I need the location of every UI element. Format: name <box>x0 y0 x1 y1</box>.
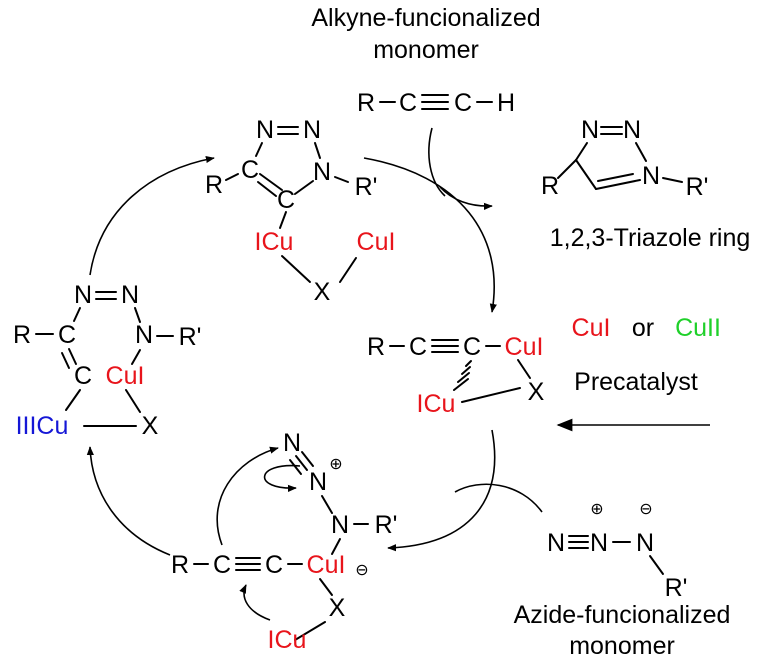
precatalyst-label: Precatalyst <box>574 368 698 396</box>
svg-text:N: N <box>547 529 565 557</box>
azide-monomer-label-line2: monomer <box>569 632 675 659</box>
svg-text:ICu: ICu <box>255 228 294 256</box>
svg-text:N: N <box>283 429 301 457</box>
svg-text:R': R' <box>686 173 709 201</box>
svg-text:N: N <box>581 116 599 144</box>
svg-text:N: N <box>636 529 654 557</box>
cycle-arrow-top-to-right <box>363 157 497 313</box>
triazole-product: N N N R R' <box>541 116 708 201</box>
svg-text:N: N <box>74 281 92 309</box>
electron-arrow-copper-shift <box>239 584 271 621</box>
svg-text:R: R <box>367 333 385 361</box>
svg-text:X: X <box>142 412 159 440</box>
svg-text:R: R <box>205 171 223 199</box>
svg-text:C: C <box>277 186 295 214</box>
svg-text:C: C <box>409 333 427 361</box>
azide-coordinated-intermediate: N N ⊕ N R' R C C CuI ⊖ X ICu <box>171 429 397 654</box>
svg-text:N: N <box>590 529 608 557</box>
svg-text:⊖: ⊖ <box>355 562 368 579</box>
alkyne-monomer-label-line1: Alkyne-funcionalized <box>311 4 540 32</box>
svg-text:CuI: CuI <box>505 333 544 361</box>
alkyne-entry-arrow <box>428 127 446 197</box>
svg-text:N: N <box>313 158 331 186</box>
svg-text:CuI: CuI <box>106 362 145 390</box>
svg-text:CuI: CuI <box>307 551 346 579</box>
svg-text:X: X <box>528 378 545 406</box>
svg-text:N: N <box>623 116 641 144</box>
alkyne-monomer-label-line2: monomer <box>373 36 479 64</box>
svg-text:C: C <box>454 89 472 117</box>
svg-text:N: N <box>135 321 153 349</box>
precatalyst-legend: CuI or CuII <box>572 314 721 342</box>
cycle-arrow-right-to-bottom <box>387 429 496 552</box>
svg-text:CuI: CuI <box>572 314 611 342</box>
electron-arrow-azide-nitrogen <box>263 464 301 492</box>
svg-text:C: C <box>399 89 417 117</box>
svg-text:H: H <box>497 89 515 117</box>
copper-iii-metallacycle-intermediate: N N C N R R' C CuI X IIICu <box>13 281 201 440</box>
svg-text:R: R <box>541 172 559 200</box>
svg-text:ICu: ICu <box>417 390 456 418</box>
copper-acetylide-intermediate: R C C CuI X ICu <box>367 333 545 418</box>
svg-text:X: X <box>329 594 346 622</box>
svg-text:C: C <box>241 156 259 184</box>
svg-text:R': R' <box>375 511 398 539</box>
svg-text:⊕: ⊕ <box>590 501 603 518</box>
azide-monomer: ⊕ ⊖ N N N R' <box>547 501 687 602</box>
svg-text:ICu: ICu <box>268 626 307 654</box>
terminal-alkyne: R C C H <box>357 89 515 117</box>
svg-text:CuII: CuII <box>675 314 721 342</box>
svg-text:N: N <box>121 281 139 309</box>
svg-text:⊖: ⊖ <box>639 501 652 518</box>
azide-entry-arrow <box>454 483 543 513</box>
svg-text:C: C <box>58 321 76 349</box>
copper-triazolide-intermediate: N N C N R C R' ICu CuI X <box>205 116 395 306</box>
svg-text:or: or <box>632 314 654 342</box>
svg-text:CuI: CuI <box>357 228 396 256</box>
svg-text:R: R <box>357 89 375 117</box>
svg-text:C: C <box>265 551 283 579</box>
svg-text:R': R' <box>355 173 378 201</box>
svg-text:C: C <box>463 333 481 361</box>
svg-text:R': R' <box>665 574 688 602</box>
svg-text:N: N <box>309 468 327 496</box>
svg-text:R: R <box>171 551 189 579</box>
svg-text:R': R' <box>179 323 202 351</box>
svg-text:X: X <box>314 278 331 306</box>
svg-text:N: N <box>303 116 321 144</box>
svg-text:R: R <box>13 321 31 349</box>
triazole-ring-label: 1,2,3-Triazole ring <box>550 224 751 252</box>
azide-monomer-label-line1: Azide-funcionalized <box>514 601 731 629</box>
svg-text:N: N <box>642 162 660 190</box>
svg-text:IIICu: IIICu <box>16 412 69 440</box>
svg-text:⊕: ⊕ <box>329 456 342 473</box>
svg-text:C: C <box>213 551 231 579</box>
svg-text:N: N <box>331 511 349 539</box>
svg-text:C: C <box>74 362 92 390</box>
cycle-arrow-bottom-to-left <box>86 446 171 556</box>
svg-text:N: N <box>256 116 274 144</box>
electron-arrow-alkyne-to-azide <box>216 446 279 546</box>
product-release-arrow <box>439 186 493 210</box>
cycle-arrow-left-to-top <box>89 155 215 276</box>
